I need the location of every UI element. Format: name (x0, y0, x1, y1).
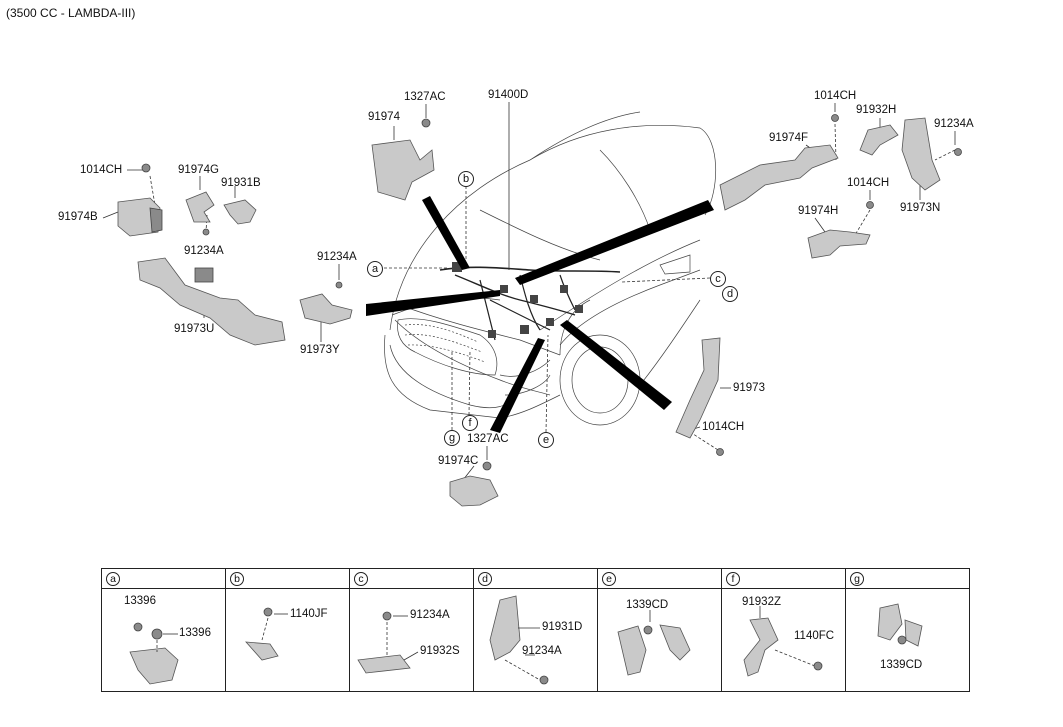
legend-key-d: d (478, 572, 492, 586)
label-1327AC-top: 1327AC (404, 91, 446, 103)
label-1014CH-right: 1014CH (847, 177, 890, 189)
callout-b: b (458, 171, 474, 187)
part-91932H (859, 124, 899, 156)
detail-f (743, 606, 823, 677)
callout-c: c (710, 271, 726, 287)
label-91973N: 91973N (900, 202, 941, 214)
legend-e-label-1: 1339CD (626, 599, 669, 611)
legend-cell-c (349, 588, 474, 692)
detail-e (617, 610, 691, 676)
detail-a (129, 622, 179, 685)
part-91974C (449, 461, 499, 507)
part-91974B (117, 163, 163, 237)
label-91932H: 91932H (856, 104, 897, 116)
legend-cell-f (721, 588, 846, 692)
callout-f: f (462, 415, 478, 431)
label-91400D: 91400D (488, 89, 529, 101)
part-91973U (137, 257, 286, 346)
callout-e: e (538, 432, 554, 448)
legend-d-label-2: 91234A (522, 645, 562, 657)
part-91974F (719, 114, 839, 211)
part-91973N (901, 117, 962, 191)
label-91974: 91974 (368, 111, 400, 123)
legend-d-label-1: 91931D (542, 621, 583, 633)
part-91974 (371, 118, 435, 201)
label-91974G: 91974G (178, 164, 219, 176)
part-91973Y (299, 281, 353, 325)
legend-key-e: e (602, 572, 616, 586)
label-1014CH-bottom-right: 1014CH (702, 421, 745, 433)
callout-d: d (722, 286, 738, 302)
detail-c (357, 611, 419, 674)
legend-c-label-2: 91932S (420, 645, 460, 657)
legend-b-label-1: 1140JF (290, 608, 328, 620)
label-1014CH-left: 1014CH (80, 164, 123, 176)
main-harness (439, 262, 621, 341)
legend-cell-e (597, 588, 722, 692)
label-91974F: 91974F (769, 132, 809, 144)
legend-f-label-2: 1140FC (794, 630, 835, 642)
label-91234A-mid: 91234A (317, 251, 357, 263)
legend-key-a: a (106, 572, 120, 586)
label-91974C: 91974C (438, 455, 479, 467)
part-91974H (807, 201, 874, 259)
detail-legend-table: a b c d e f g (101, 568, 970, 692)
label-91973: 91973 (733, 382, 765, 394)
label-91973Y: 91973Y (300, 344, 340, 356)
legend-key-g: g (850, 572, 864, 586)
callout-a: a (367, 261, 383, 277)
legend-g-label-1: 1339CD (880, 659, 923, 671)
part-91973 (675, 337, 724, 456)
label-91234A-left: 91234A (184, 245, 224, 257)
detail-g (877, 603, 923, 647)
legend-c-label-1: 91234A (410, 609, 450, 621)
detail-d (489, 595, 549, 685)
pointer-wedges (366, 196, 714, 433)
legend-key-b: b (230, 572, 244, 586)
leader-lines (102, 102, 956, 481)
legend-a-label-1: 13396 (124, 595, 156, 607)
legend-f-label-1: 91932Z (742, 596, 782, 608)
callout-g: g (444, 430, 460, 446)
detail-b (245, 607, 288, 661)
label-1327AC-bottom: 1327AC (467, 433, 509, 445)
part-91931B (202, 199, 257, 236)
label-91931B: 91931B (221, 177, 261, 189)
label-91234A-right: 91234A (934, 118, 974, 130)
label-91973U: 91973U (174, 323, 215, 335)
legend-a-label-2: 13396 (179, 627, 211, 639)
legend-cell-b (225, 588, 350, 692)
engine-title: (3500 CC - LAMBDA-III) (6, 6, 136, 20)
part-91974G (185, 191, 215, 223)
legend-key-f: f (726, 572, 740, 586)
label-91974B: 91974B (58, 211, 98, 223)
label-91974H: 91974H (798, 205, 839, 217)
legend-key-c: c (354, 572, 368, 586)
label-1014CH-top-right: 1014CH (814, 90, 857, 102)
